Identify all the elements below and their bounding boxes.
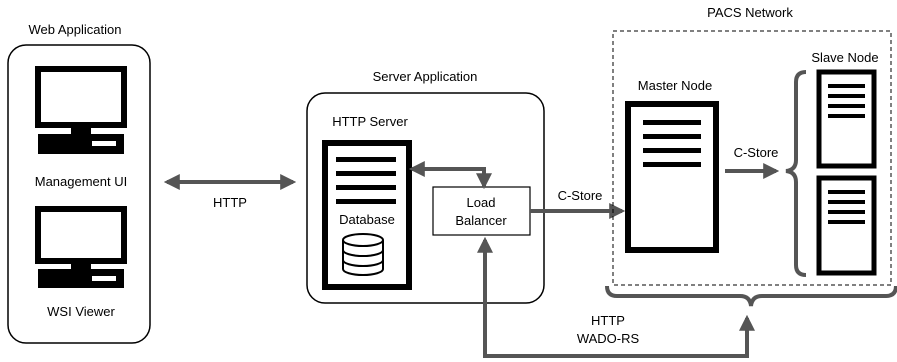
- server-application-group: Server Application HTTP Server Database …: [306, 69, 545, 304]
- load-balancer-label-line2: Balancer: [455, 213, 507, 228]
- server-application-title: Server Application: [373, 69, 478, 84]
- pacs-network-group: PACS Network Master Node C-Store Slave N…: [612, 5, 892, 286]
- computer-monitor-icon: [35, 206, 127, 288]
- pacs-lb-http-label: HTTP: [591, 313, 625, 328]
- management-ui-label: Management UI: [35, 174, 128, 189]
- slave-node-label: Slave Node: [811, 50, 878, 65]
- database-cylinder-icon: [342, 233, 384, 276]
- database-label: Database: [339, 212, 395, 227]
- http-server-label: HTTP Server: [332, 114, 408, 129]
- load-balancer-box: [432, 186, 531, 236]
- pacs-lb-wado-arrow: [477, 236, 755, 358]
- web-application-container: [7, 44, 151, 344]
- web-application-group: Web Application Management UI WSI Viewer: [7, 22, 151, 344]
- load-balancer-label-line1: Load: [467, 195, 496, 210]
- slave-group-brace: [785, 70, 807, 277]
- wsi-viewer-label: WSI Viewer: [47, 304, 115, 319]
- pacs-lb-wado-label: WADO-RS: [577, 331, 640, 346]
- server-tower-icon: [816, 69, 877, 169]
- web-server-http-label: HTTP: [213, 195, 247, 210]
- pacs-network-title: PACS Network: [707, 5, 793, 20]
- master-node-label: Master Node: [638, 78, 712, 93]
- pacs-network-brace: [605, 285, 897, 307]
- server-tower-icon: [322, 140, 412, 290]
- server-application-container: [306, 92, 545, 304]
- master-slave-cstore-label: C-Store: [734, 145, 779, 160]
- lb-master-cstore-label: C-Store: [558, 188, 603, 203]
- server-tower-icon: [625, 101, 719, 253]
- web-application-title: Web Application: [29, 22, 122, 37]
- server-tower-icon: [816, 175, 877, 276]
- computer-monitor-icon: [35, 66, 127, 154]
- http-server-load-balancer-arrow: [408, 161, 492, 190]
